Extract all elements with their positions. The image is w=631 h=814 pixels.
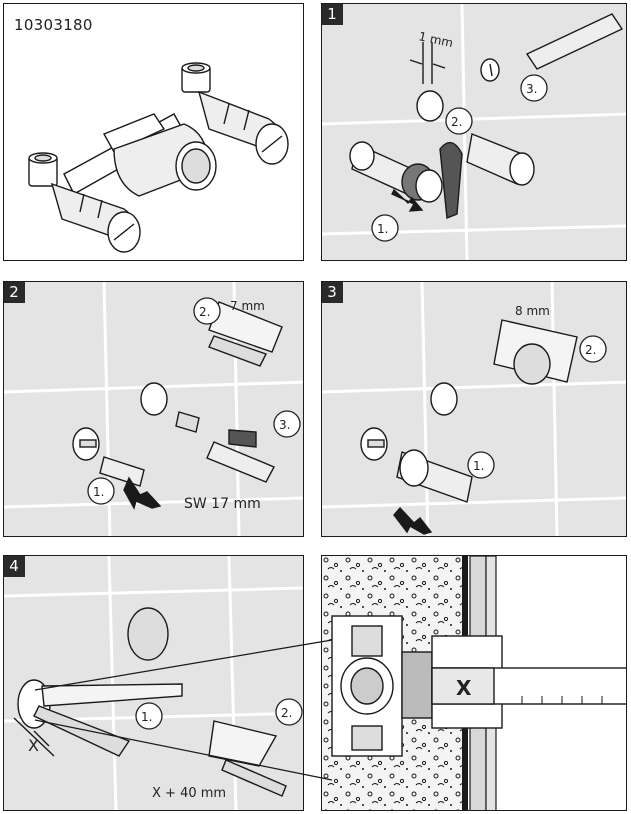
- step-4-dimension: X + 40 mm: [152, 786, 226, 801]
- step-2-wrench-size: SW 17 mm: [184, 496, 261, 512]
- svg-text:1.: 1.: [93, 485, 104, 499]
- section-detail-illustration: X: [322, 556, 626, 810]
- svg-text:3.: 3.: [279, 418, 290, 432]
- step-4-variable: X: [28, 736, 39, 755]
- step-1-callout-2: 2.: [445, 107, 473, 135]
- step-2-callout-1: 1.: [87, 477, 115, 505]
- step-2-dimension: 7 mm: [230, 299, 265, 313]
- step-3-callout-1: 1.: [467, 451, 495, 479]
- step-1-panel: 1 mm 1. 2. 3. 1: [321, 3, 627, 261]
- step-3-badge: 3: [322, 282, 343, 303]
- step-1-callout-3: 3.: [520, 74, 548, 102]
- step-1-illustration: 1 mm 1. 2. 3.: [322, 4, 626, 260]
- valve-body-illustration: [28, 62, 289, 253]
- step-3-illustration: 8 mm 1. 2.: [322, 282, 626, 536]
- step-4-panel: X X + 40 mm 1. 2. 4: [3, 555, 304, 811]
- step-4-callout-2: 2.: [275, 698, 303, 726]
- step-3-dimension: 8 mm: [515, 304, 550, 318]
- svg-text:1.: 1.: [377, 222, 388, 236]
- step-3-panel: 8 mm 1. 2. 3: [321, 281, 627, 537]
- svg-text:2.: 2.: [585, 343, 596, 357]
- step-2-callout-3: 3.: [273, 410, 301, 438]
- section-detail-panel: X: [321, 555, 627, 811]
- step-2-callout-2: 2.: [193, 297, 221, 325]
- svg-text:2.: 2.: [451, 115, 462, 129]
- svg-text:2.: 2.: [199, 305, 210, 319]
- step-3-callout-2: 2.: [579, 335, 607, 363]
- svg-text:1.: 1.: [141, 710, 152, 724]
- step-4-illustration: X X + 40 mm 1. 2.: [4, 556, 303, 810]
- overview-panel: 10303180: [3, 3, 304, 261]
- svg-text:2.: 2.: [281, 706, 292, 720]
- step-1-callout-1: 1.: [371, 214, 399, 242]
- step-4-badge: 4: [4, 556, 25, 577]
- step-1-badge: 1: [322, 4, 343, 25]
- svg-text:1.: 1.: [473, 459, 484, 473]
- product-code: 10303180: [14, 16, 93, 34]
- section-x-label: X: [456, 676, 472, 700]
- step-2-panel: 7 mm SW 17 mm 1. 2. 3. 2: [3, 281, 304, 537]
- step-2-badge: 2: [4, 282, 25, 303]
- step-2-illustration: 7 mm SW 17 mm 1. 2. 3.: [4, 282, 303, 536]
- svg-text:3.: 3.: [526, 82, 537, 96]
- step-4-callout-1: 1.: [135, 702, 163, 730]
